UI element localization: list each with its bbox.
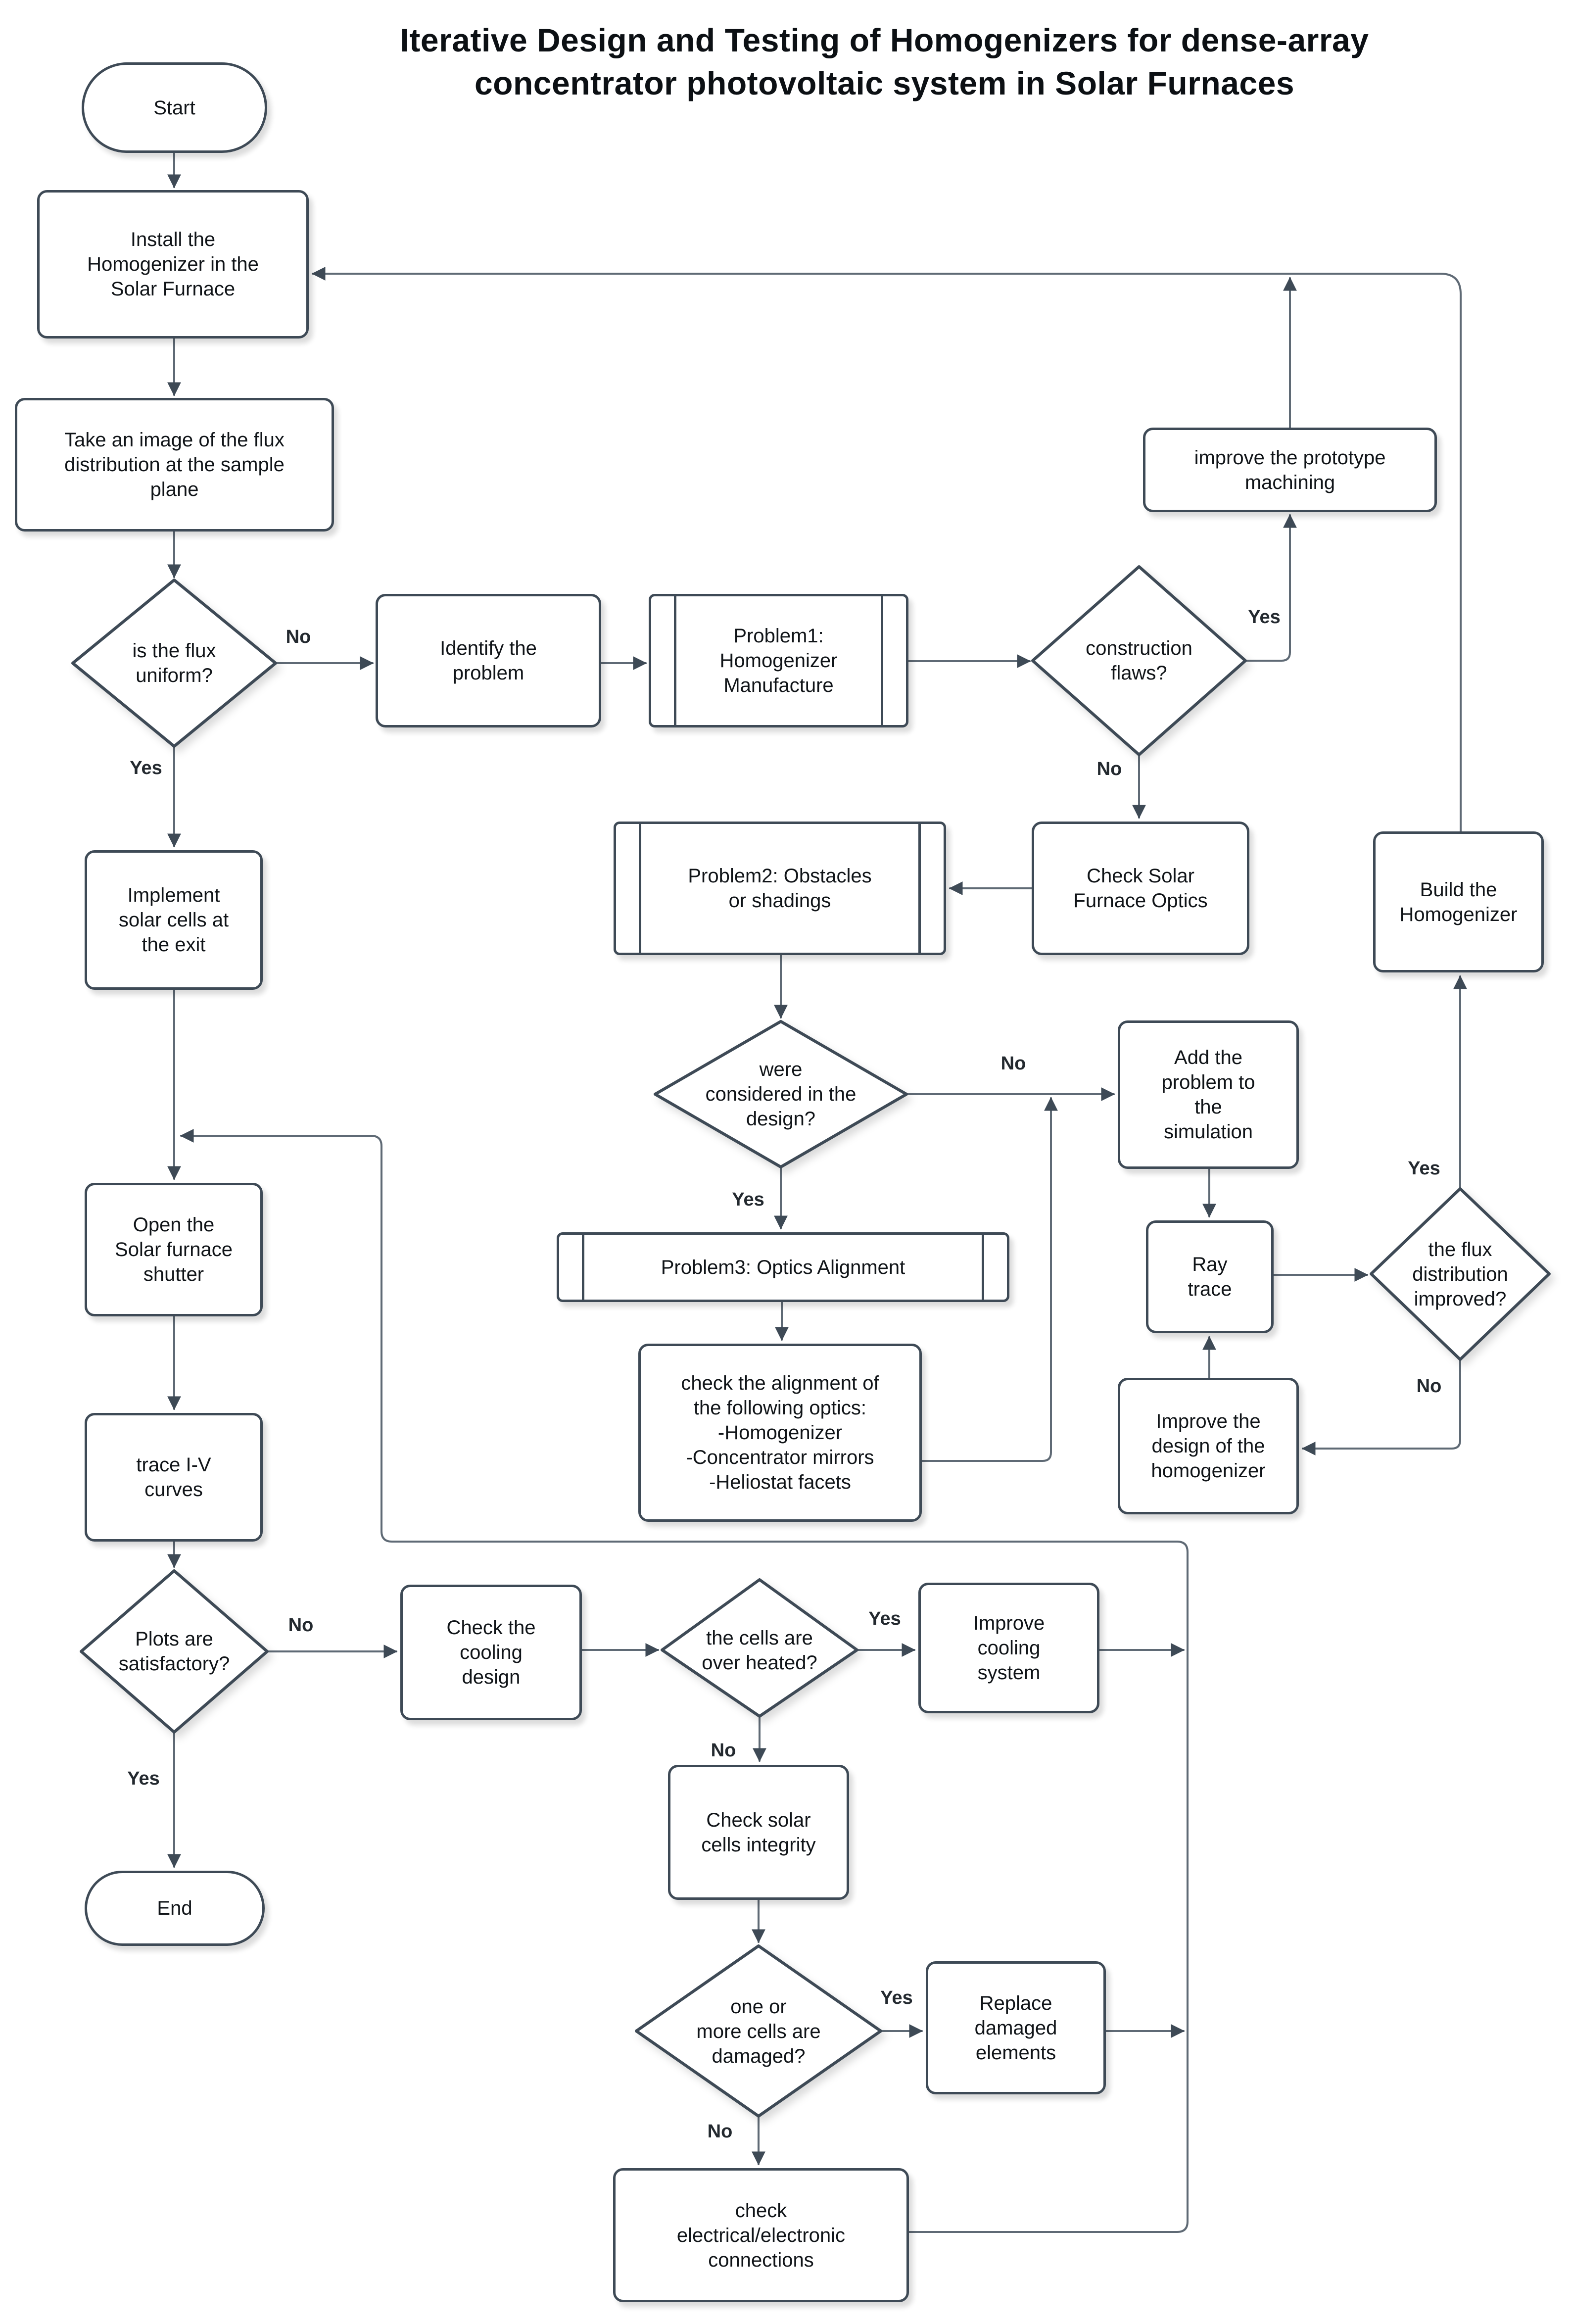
take-flux-image-process: Take an image of the flux distribution a… <box>15 398 334 532</box>
plots-satisfactory-decision-label: Plots are satisfactory? <box>118 1628 230 1675</box>
edge-label-considered-yes: Yes <box>728 1189 768 1211</box>
install-homogenizer-process: Install the Homogenizer in the Solar Fur… <box>37 190 309 339</box>
improve-cooling-process: Improve cooling system <box>918 1583 1099 1713</box>
start-terminator: Start <box>82 62 267 153</box>
cells-overheated-decision-shape <box>661 1578 858 1718</box>
cells-damaged-decision-label: one or more cells are damaged? <box>696 1996 821 2067</box>
construction-flaws-decision-shape <box>1031 565 1247 756</box>
check-cooling-design-process: Check the cooling design <box>400 1585 582 1720</box>
edge-label-fluximproved-no: No <box>1412 1375 1446 1398</box>
problem1-subprocess: Problem1: Homogenizer Manufacture <box>649 594 908 727</box>
plots-satisfactory-decision-shape <box>80 1569 269 1734</box>
improve-design-process: Improve the design of the homogenizer <box>1118 1378 1299 1514</box>
edge-checkalignment-addproblem-loop <box>921 1097 1058 1462</box>
edge-label-overheated-yes: Yes <box>864 1608 905 1631</box>
build-homogenizer-process: Build the Homogenizer <box>1373 831 1544 972</box>
edge-label-overheated-no: No <box>707 1740 740 1762</box>
ray-trace-process: Ray trace <box>1146 1220 1274 1333</box>
problem2-subprocess: Problem2: Obstacles or shadings <box>614 822 946 955</box>
flux-uniform-decision-label: is the flux uniform? <box>132 640 216 686</box>
edge-build-install-feedback <box>311 267 1462 832</box>
cells-overheated-decision-label: the cells are over heated? <box>702 1627 817 1674</box>
page-title: Iterative Design and Testing of Homogeni… <box>400 22 1369 102</box>
end-terminator: End <box>85 1871 265 1946</box>
edge-label-fluximproved-yes: Yes <box>1404 1158 1444 1180</box>
considered-in-design-decision-shape <box>654 1020 908 1168</box>
edge-fluximprovedq-improvedesign-no <box>1301 1358 1461 1455</box>
identify-problem-process: Identify the problem <box>376 594 601 727</box>
problem3-subprocess: Problem3: Optics Alignment <box>557 1232 1009 1302</box>
implement-solar-cells-process: Implement solar cells at the exit <box>85 850 263 990</box>
flux-improved-decision-shape <box>1370 1187 1551 1361</box>
check-electrical-process: check electrical/electronic connections <box>613 2168 909 2302</box>
improve-machining-process: improve the prototype machining <box>1143 428 1437 512</box>
cells-damaged-decision-shape <box>635 1944 882 2118</box>
edge-label-flux-yes: Yes <box>126 757 166 780</box>
trace-iv-curves-process: trace I-V curves <box>85 1413 263 1542</box>
open-shutter-process: Open the Solar furnace shutter <box>85 1183 263 1316</box>
considered-in-design-decision-label: were considered in the design? <box>705 1059 857 1130</box>
check-cells-integrity-process: Check solar cells integrity <box>668 1765 849 1900</box>
flux-improved-decision-label: the flux distribution improved? <box>1412 1239 1508 1310</box>
check-solar-optics-process: Check Solar Furnace Optics <box>1032 822 1249 955</box>
construction-flaws-decision-label: construction flaws? <box>1086 637 1192 684</box>
add-problem-simulation-process: Add the problem to the simulation <box>1118 1020 1299 1169</box>
edge-label-damaged-yes: Yes <box>876 1987 917 2010</box>
edge-cflawsq-improvemachining-yes <box>1244 514 1297 662</box>
edge-label-plots-no: No <box>284 1614 318 1637</box>
edge-loop-back-to-shutter <box>180 1129 1189 2233</box>
edge-label-plots-yes: Yes <box>123 1768 164 1791</box>
check-alignment-process: check the alignment of the following opt… <box>638 1344 922 1522</box>
edge-label-flux-no: No <box>282 626 315 649</box>
edge-label-cflaws-no: No <box>1093 758 1126 781</box>
edge-label-damaged-no: No <box>703 2121 737 2143</box>
edge-label-cflaws-yes: Yes <box>1244 606 1285 629</box>
replace-damaged-process: Replace damaged elements <box>926 1961 1106 2094</box>
flux-uniform-decision-shape <box>71 579 277 748</box>
edge-label-considered-no: No <box>997 1053 1030 1075</box>
